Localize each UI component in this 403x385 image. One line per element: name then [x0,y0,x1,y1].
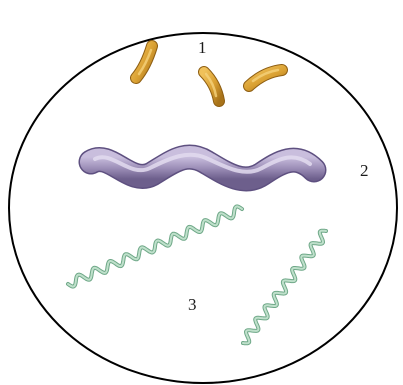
spirochete-group [68,206,326,343]
label-number-1: 1 [198,38,207,57]
vibrio-group [136,46,282,101]
label-number-2: 2 [360,161,369,180]
label-number-3: 3 [188,295,197,314]
spirillum-group [91,155,314,179]
microscope-field-circle [9,33,397,383]
